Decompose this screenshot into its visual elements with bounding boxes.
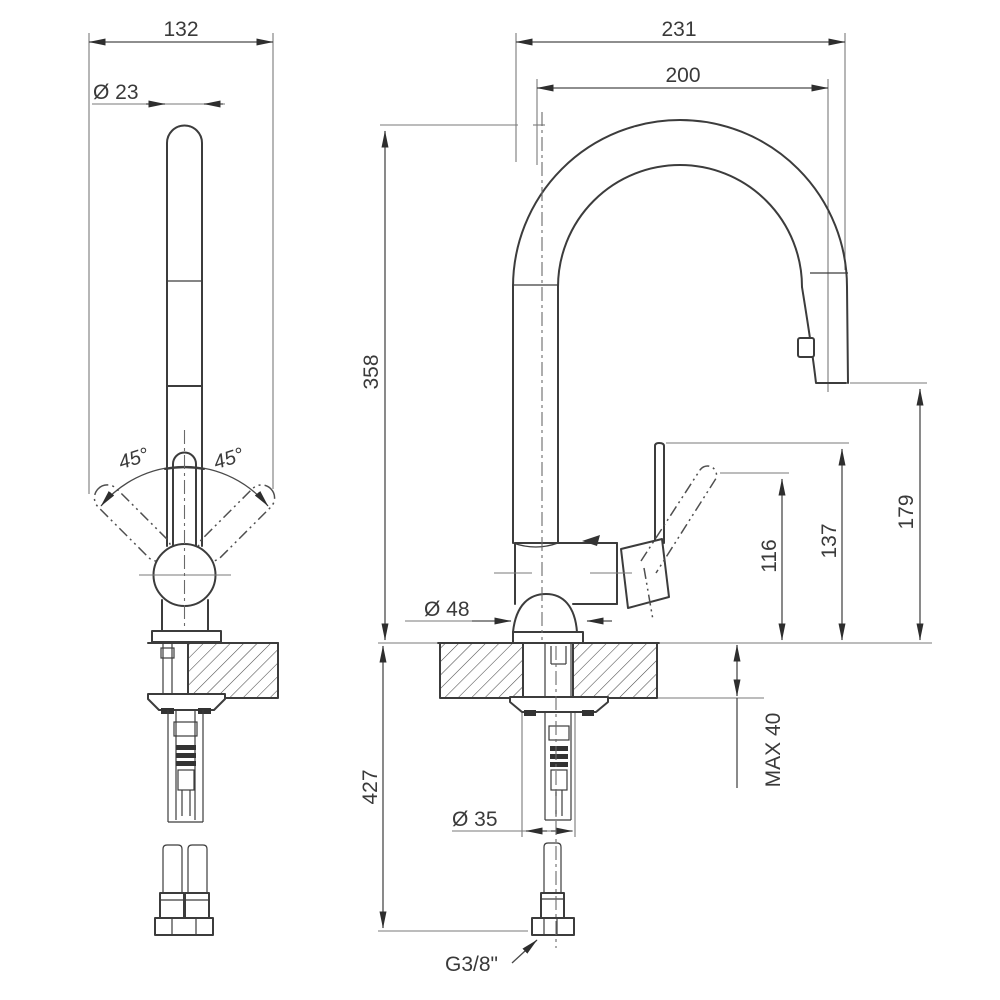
- supply-hose-front: [531, 842, 575, 936]
- dim-max-deck-thickness: MAX 40: [733, 644, 785, 788]
- dim-spout-reach-label: 200: [665, 64, 700, 87]
- dim-supply-connection: G3/8": [445, 939, 538, 976]
- dim-hose-length-label: 427: [359, 769, 382, 804]
- dim-supply-connection-label: G3/8": [445, 953, 498, 976]
- dim-spout-tube-diameter: Ø 23: [93, 81, 223, 108]
- front-view: 231 200 358 427 179 137 11: [359, 18, 932, 976]
- dim-spout-reach: 200: [536, 64, 829, 92]
- dim-lever-top-height: 137: [818, 448, 846, 641]
- base-flange-front: [512, 631, 584, 644]
- dim-mounting-hole-diameter: Ø 35: [452, 808, 573, 835]
- mounting-shank-front: [544, 712, 572, 821]
- mounting-washer-front: [509, 696, 609, 716]
- handle-side: [172, 451, 197, 551]
- mounting-washer-side: [147, 693, 226, 714]
- hose-connector-nut: [531, 917, 575, 936]
- countertop-section-front: [437, 642, 660, 699]
- mounting-shank-side: [167, 710, 204, 823]
- dim-overall-width-label: 132: [163, 18, 198, 41]
- spout-side: [166, 124, 203, 547]
- dim-lever-top-height-label: 137: [818, 523, 841, 558]
- dim-outlet-height-label: 179: [895, 494, 918, 529]
- spray-head: [797, 272, 848, 384]
- countertop-section-side: [147, 642, 279, 699]
- swivel-angle-left-label: 45°: [116, 444, 152, 474]
- dim-base-diameter: Ø 48: [405, 598, 612, 625]
- dim-base-diameter-label: Ø 48: [424, 598, 470, 621]
- lever-handle: [582, 442, 670, 609]
- mixer-body: [494, 542, 618, 633]
- dim-spout-height: 358: [360, 130, 389, 641]
- dim-overall-width: 132: [88, 18, 274, 46]
- swivel-angle-right-label: 45°: [211, 444, 247, 474]
- dim-spout-height-label: 358: [360, 354, 383, 389]
- dim-overall-depth: 231: [515, 18, 846, 46]
- dim-hose-length: 427: [359, 645, 387, 929]
- dim-overall-depth-label: 231: [661, 18, 696, 41]
- dim-outlet-height: 179: [895, 388, 924, 641]
- dim-max-deck-thickness-label: MAX 40: [762, 713, 785, 788]
- dim-spout-tube-diameter-label: Ø 23: [93, 81, 139, 104]
- side-view: 132 Ø 23 45° 45°: [88, 18, 279, 936]
- lever-handle-tilted-phantom: [640, 465, 718, 621]
- front-extension-lines: [378, 33, 932, 932]
- supply-hoses-side: [154, 844, 214, 936]
- spout-arch: [512, 119, 849, 544]
- dim-lever-tilted-height: 116: [758, 478, 786, 641]
- spray-button: [797, 337, 815, 358]
- dim-lever-tilted-height-label: 116: [758, 539, 781, 572]
- dim-mounting-hole-diameter-label: Ø 35: [452, 808, 498, 831]
